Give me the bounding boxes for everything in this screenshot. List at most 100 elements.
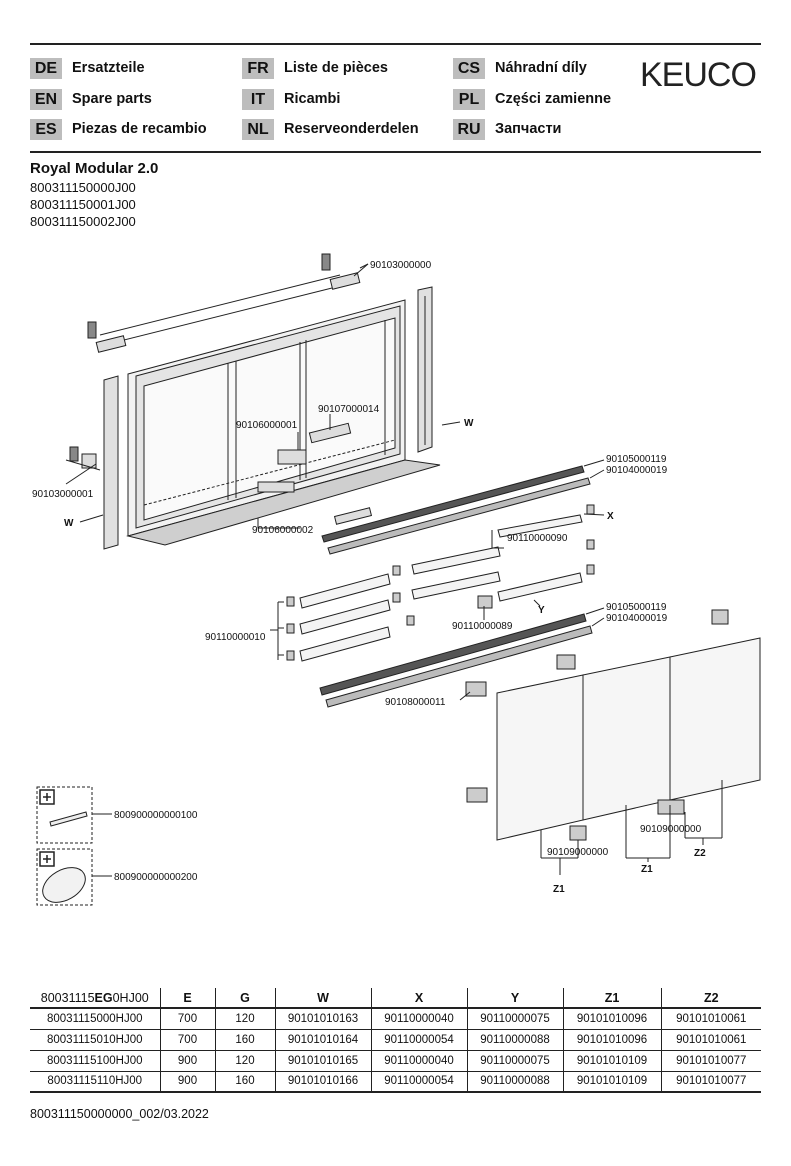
lang-code: FR <box>242 57 274 79</box>
table-cell: 90101010096 <box>562 1029 661 1051</box>
shelf-clip <box>286 623 295 634</box>
table-cell: 90101010109 <box>562 1071 661 1093</box>
shelf-clip <box>392 565 401 576</box>
label-shelf-group: 90110000010 <box>205 632 266 643</box>
label-left-mount: 90103000001 <box>32 489 94 500</box>
lang-name: Liste de pièces <box>284 60 388 76</box>
lang-fr: FR Liste de pièces <box>242 57 388 79</box>
lang-name: Ersatzteile <box>72 60 145 76</box>
table-cell: 90101010164 <box>274 1029 371 1051</box>
lang-it: IT Ricambi <box>242 88 340 110</box>
label-z1-b: Z1 <box>641 864 653 875</box>
mount-bracket <box>329 272 361 290</box>
glass-shelf <box>497 514 583 538</box>
product-number: 800311150001J00 <box>30 197 136 212</box>
inner-module <box>277 449 307 465</box>
label-inner-1: 90106000001 <box>236 420 298 431</box>
label-shelf-clip-2: 90110000089 <box>452 621 513 632</box>
col-header-z1: Z1 <box>562 988 661 1009</box>
inner-module <box>257 481 295 493</box>
table-header-row: 80031115EG0HJ00 E G W X Y Z1 Z2 <box>30 988 761 1009</box>
accessory-plus-icon <box>39 789 55 805</box>
cabinet-body <box>126 299 441 546</box>
lang-name: Náhradní díly <box>495 60 587 76</box>
glass-shelf <box>299 573 391 609</box>
light-rail <box>319 613 587 696</box>
table-cell: 90110000088 <box>466 1071 563 1093</box>
label-inner-2: 90107000014 <box>318 404 380 415</box>
lang-pl: PL Części zamienne <box>453 88 611 110</box>
label-accessory-2: 800900000000200 <box>114 872 198 883</box>
accessory-mirror <box>42 867 86 903</box>
light-rail <box>321 465 585 543</box>
glass-shelf <box>299 599 391 635</box>
col-header-z2: Z2 <box>660 988 761 1009</box>
label-rail-top-1: 90105000119 <box>606 454 667 465</box>
table-cell: 120 <box>214 1008 275 1030</box>
table-cell: 80031115100HJ00 <box>30 1050 160 1072</box>
article-variant-code: EG <box>94 990 113 1005</box>
lang-es: ES Piezas de recambio <box>30 118 207 140</box>
col-header-y: Y <box>466 988 563 1009</box>
label-y: Y <box>538 605 545 616</box>
brand-logo: KEUCO <box>640 56 757 94</box>
lang-code: EN <box>30 88 62 110</box>
table-cell: 120 <box>214 1050 275 1072</box>
label-rail-top-2: 90104000019 <box>606 465 668 476</box>
exploded-parts-diagram: 90103000000 90103000001 W W 90106000001 … <box>32 253 761 906</box>
screw-pack-icon <box>69 446 79 462</box>
table-cell: 80031115110HJ00 <box>30 1071 160 1093</box>
label-w-right: W <box>464 418 474 429</box>
mount-bracket <box>81 453 97 469</box>
table-cell: 90101010109 <box>562 1050 661 1072</box>
label-door-bracket-2: 90109000000 <box>640 824 702 835</box>
shelf-clip <box>586 539 595 550</box>
lang-de: DE Ersatzteile <box>30 57 145 79</box>
table-cell: 80031115000HJ00 <box>30 1008 160 1030</box>
door-bracket <box>569 825 587 841</box>
glass-shelf <box>411 571 501 600</box>
lang-code: ES <box>30 118 62 140</box>
glass-shelf <box>411 546 501 575</box>
lang-nl: NL Reserveonderdelen <box>242 118 419 140</box>
product-number: 800311150000J00 <box>30 180 136 195</box>
mirror-doors <box>496 637 761 841</box>
shelf-clip <box>586 504 595 515</box>
parts-table: 80031115EG0HJ00 E G W X Y Z1 Z2 80031115… <box>30 988 761 1093</box>
table-cell: 80031115010HJ00 <box>30 1029 160 1051</box>
shelf-clip <box>286 596 295 607</box>
shelf-clip <box>392 592 401 603</box>
table-cell: 900 <box>159 1050 215 1072</box>
lang-code: CS <box>453 57 485 79</box>
label-door-bracket-1: 90109000000 <box>547 847 609 858</box>
label-shelf-clip-1: 90110000090 <box>507 533 568 544</box>
table-cell: 90101010163 <box>274 1008 371 1030</box>
table-cell: 160 <box>214 1071 275 1093</box>
lang-name: Reserveonderdelen <box>284 121 419 137</box>
table-cell: 90101010165 <box>274 1050 371 1072</box>
hinge-icon <box>466 787 488 803</box>
light-rail-cover <box>325 625 593 708</box>
label-accessory-1: 800900000000100 <box>114 810 198 821</box>
table-cell: 700 <box>159 1029 215 1051</box>
table-cell: 700 <box>159 1008 215 1030</box>
inner-module <box>308 422 352 444</box>
article-suffix: 0HJ00 <box>112 990 149 1005</box>
lang-code: RU <box>453 118 485 140</box>
table-cell: 90110000054 <box>370 1029 467 1051</box>
table-cell: 90101010077 <box>660 1050 761 1072</box>
shelf-clip <box>477 595 493 609</box>
light-rail-cover <box>327 477 591 555</box>
door-bracket <box>657 799 685 815</box>
table-cell: 90101010061 <box>660 1008 761 1030</box>
table-cell: 90110000088 <box>466 1029 563 1051</box>
col-header-g: G <box>214 988 275 1009</box>
table-row: 80031115000HJ00 700 120 90101010163 9011… <box>30 1008 761 1030</box>
table-cell: 90110000040 <box>370 1050 467 1072</box>
article-prefix: 80031115 <box>40 990 95 1005</box>
accessory-strip <box>49 811 88 827</box>
label-top-mount: 90103000000 <box>370 260 432 271</box>
label-rail-bottom-1: 90105000119 <box>606 602 667 613</box>
label-inner-3: 90106000002 <box>252 525 314 536</box>
col-header-article: 80031115EG0HJ00 <box>30 988 160 1009</box>
